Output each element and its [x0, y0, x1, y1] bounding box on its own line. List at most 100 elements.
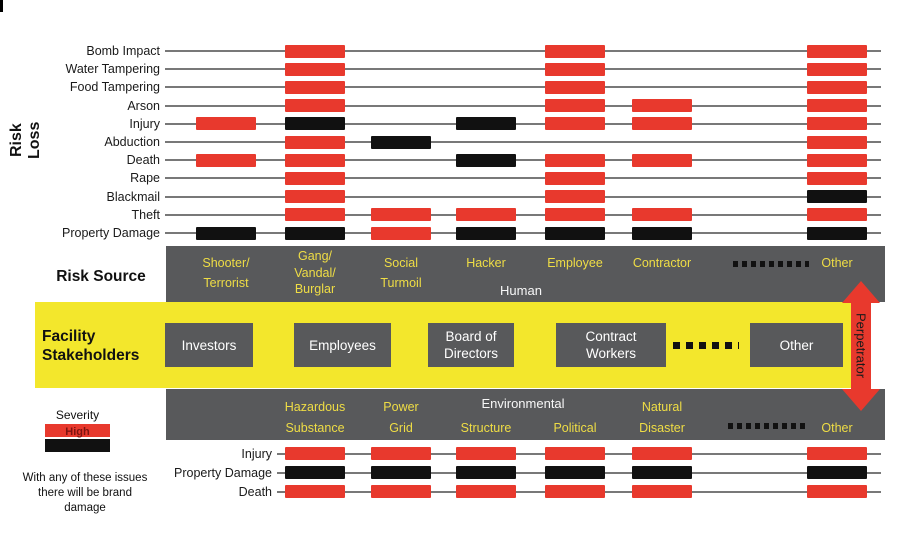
- risk-source-label-line: Terrorist: [203, 275, 249, 290]
- grid-line: [165, 86, 881, 89]
- risk-bar: [807, 171, 867, 185]
- risk-loss-row-label: Blackmail: [106, 189, 161, 204]
- risk-bar: [545, 466, 605, 479]
- stakeholder-investors: Investors: [165, 323, 253, 367]
- risk-bar: [371, 135, 431, 149]
- grid-line: [165, 195, 881, 198]
- risk-loss-row-label: Arson: [127, 98, 160, 113]
- environment-structure: Structure: [461, 418, 512, 439]
- risk-loss-row-label: Abduction: [104, 135, 160, 149]
- stakeholder-label-line: Other: [779, 337, 814, 353]
- risk-source-label-line: Hacker: [466, 256, 506, 270]
- grid-line: [165, 50, 881, 52]
- grid-line: [165, 68, 881, 71]
- risk-bar: [807, 62, 867, 76]
- risk-bar: [632, 447, 692, 460]
- ellipsis-separator: [733, 261, 809, 267]
- risk-bar: [545, 171, 605, 185]
- arrow-shaft: [851, 301, 871, 391]
- risk-loss-row-label: Property Damage: [62, 226, 160, 240]
- caption-line: Stakeholders: [42, 347, 140, 364]
- perpetrator-label: Perpetrator: [853, 313, 869, 379]
- stakeholder-label-line: Workers: [585, 346, 636, 361]
- stakeholder-label-line: Investors: [181, 337, 237, 353]
- risk-bar: [456, 447, 516, 460]
- stakeholder-label-line: Contract: [585, 329, 637, 344]
- stakeholder-board-of-directors: Board of Directors: [428, 323, 514, 367]
- arrow-down-head: [842, 389, 880, 411]
- risk-bar: [632, 117, 692, 131]
- risk-bar: [632, 153, 692, 167]
- corner-artifact: [0, 0, 3, 12]
- environment-label-line: Structure: [460, 421, 512, 435]
- caption-line: Facility: [42, 328, 96, 345]
- environment-label-line: Power: [383, 400, 419, 414]
- note-line: With any of these issues: [22, 472, 148, 484]
- risk-bar: [371, 485, 431, 498]
- risk-source-label-line: Shooter/: [202, 256, 250, 270]
- risk-bar: [371, 466, 431, 479]
- risk-source-band: [166, 246, 885, 302]
- risk-bar: [285, 135, 345, 149]
- risk-bar: [632, 466, 692, 479]
- environment-political: Political: [553, 418, 596, 439]
- risk-bar: [285, 153, 345, 167]
- stakeholder-label-line: Employees: [309, 337, 376, 353]
- risk-source-gang-vandal-burglar: Gang/Vandal/Burglar: [294, 248, 335, 298]
- risk-bar: [285, 190, 345, 204]
- risk-bar: [807, 208, 867, 222]
- facility-stakeholders-caption: Facility Stakeholders: [42, 327, 139, 365]
- risk-loss-row-label: Death: [126, 153, 160, 168]
- severity-legend: Severity High: [45, 408, 110, 454]
- environment-label-line: Substance: [285, 421, 345, 435]
- impact-row-label: Injury: [241, 446, 272, 461]
- stakeholder-label-line: Board of: [445, 329, 497, 344]
- risk-bar: [285, 447, 345, 460]
- risk-bar: [456, 117, 516, 131]
- brand-damage-note: With any of these issues there will be b…: [8, 471, 162, 516]
- risk-bar: [632, 208, 692, 222]
- risk-bar: [807, 44, 867, 58]
- legend-high-bar: High: [45, 424, 110, 438]
- risk-bar: [807, 117, 867, 131]
- legend-high-label: High: [65, 426, 90, 438]
- risk-bar: [632, 485, 692, 498]
- perpetrator-arrow: Perpetrator: [842, 281, 880, 411]
- risk-source-label-line: Turmoil: [380, 275, 422, 290]
- risk-bar: [632, 99, 692, 113]
- risk-bar: [285, 485, 345, 498]
- risk-bar: [196, 153, 256, 167]
- legend-title: Severity: [55, 408, 100, 422]
- note-line: damage: [64, 502, 106, 514]
- risk-source-label-line: Burglar: [294, 282, 336, 296]
- risk-bar: [285, 44, 345, 58]
- risk-bar: [545, 44, 605, 58]
- stakeholder-label-line: Directors: [443, 346, 498, 361]
- risk-source-employee: Employee: [547, 254, 603, 274]
- risk-bar: [545, 226, 605, 240]
- risk-bar: [285, 171, 345, 185]
- risk-bar: [456, 153, 516, 167]
- arrow-up-head: [842, 281, 880, 303]
- risk-bar: [456, 208, 516, 222]
- risk-bar: [456, 485, 516, 498]
- risk-bar: [285, 80, 345, 94]
- risk-loss-row-label: Rape: [130, 171, 160, 186]
- grid-line: [165, 159, 881, 162]
- risk-bar: [545, 485, 605, 498]
- environment-other: Other: [821, 418, 852, 439]
- risk-bar: [285, 117, 345, 131]
- risk-source-label-line: Gang/: [297, 249, 333, 263]
- grid-line: [165, 141, 881, 143]
- risk-bar: [807, 99, 867, 113]
- environment-label-line: Hazardous: [284, 400, 346, 414]
- risk-bar: [807, 135, 867, 149]
- risk-loss-row-label: Theft: [131, 207, 161, 222]
- environment-label-line: Disaster: [639, 421, 685, 435]
- risk-bar: [285, 226, 345, 240]
- risk-bar: [285, 466, 345, 479]
- risk-bar: [371, 208, 431, 222]
